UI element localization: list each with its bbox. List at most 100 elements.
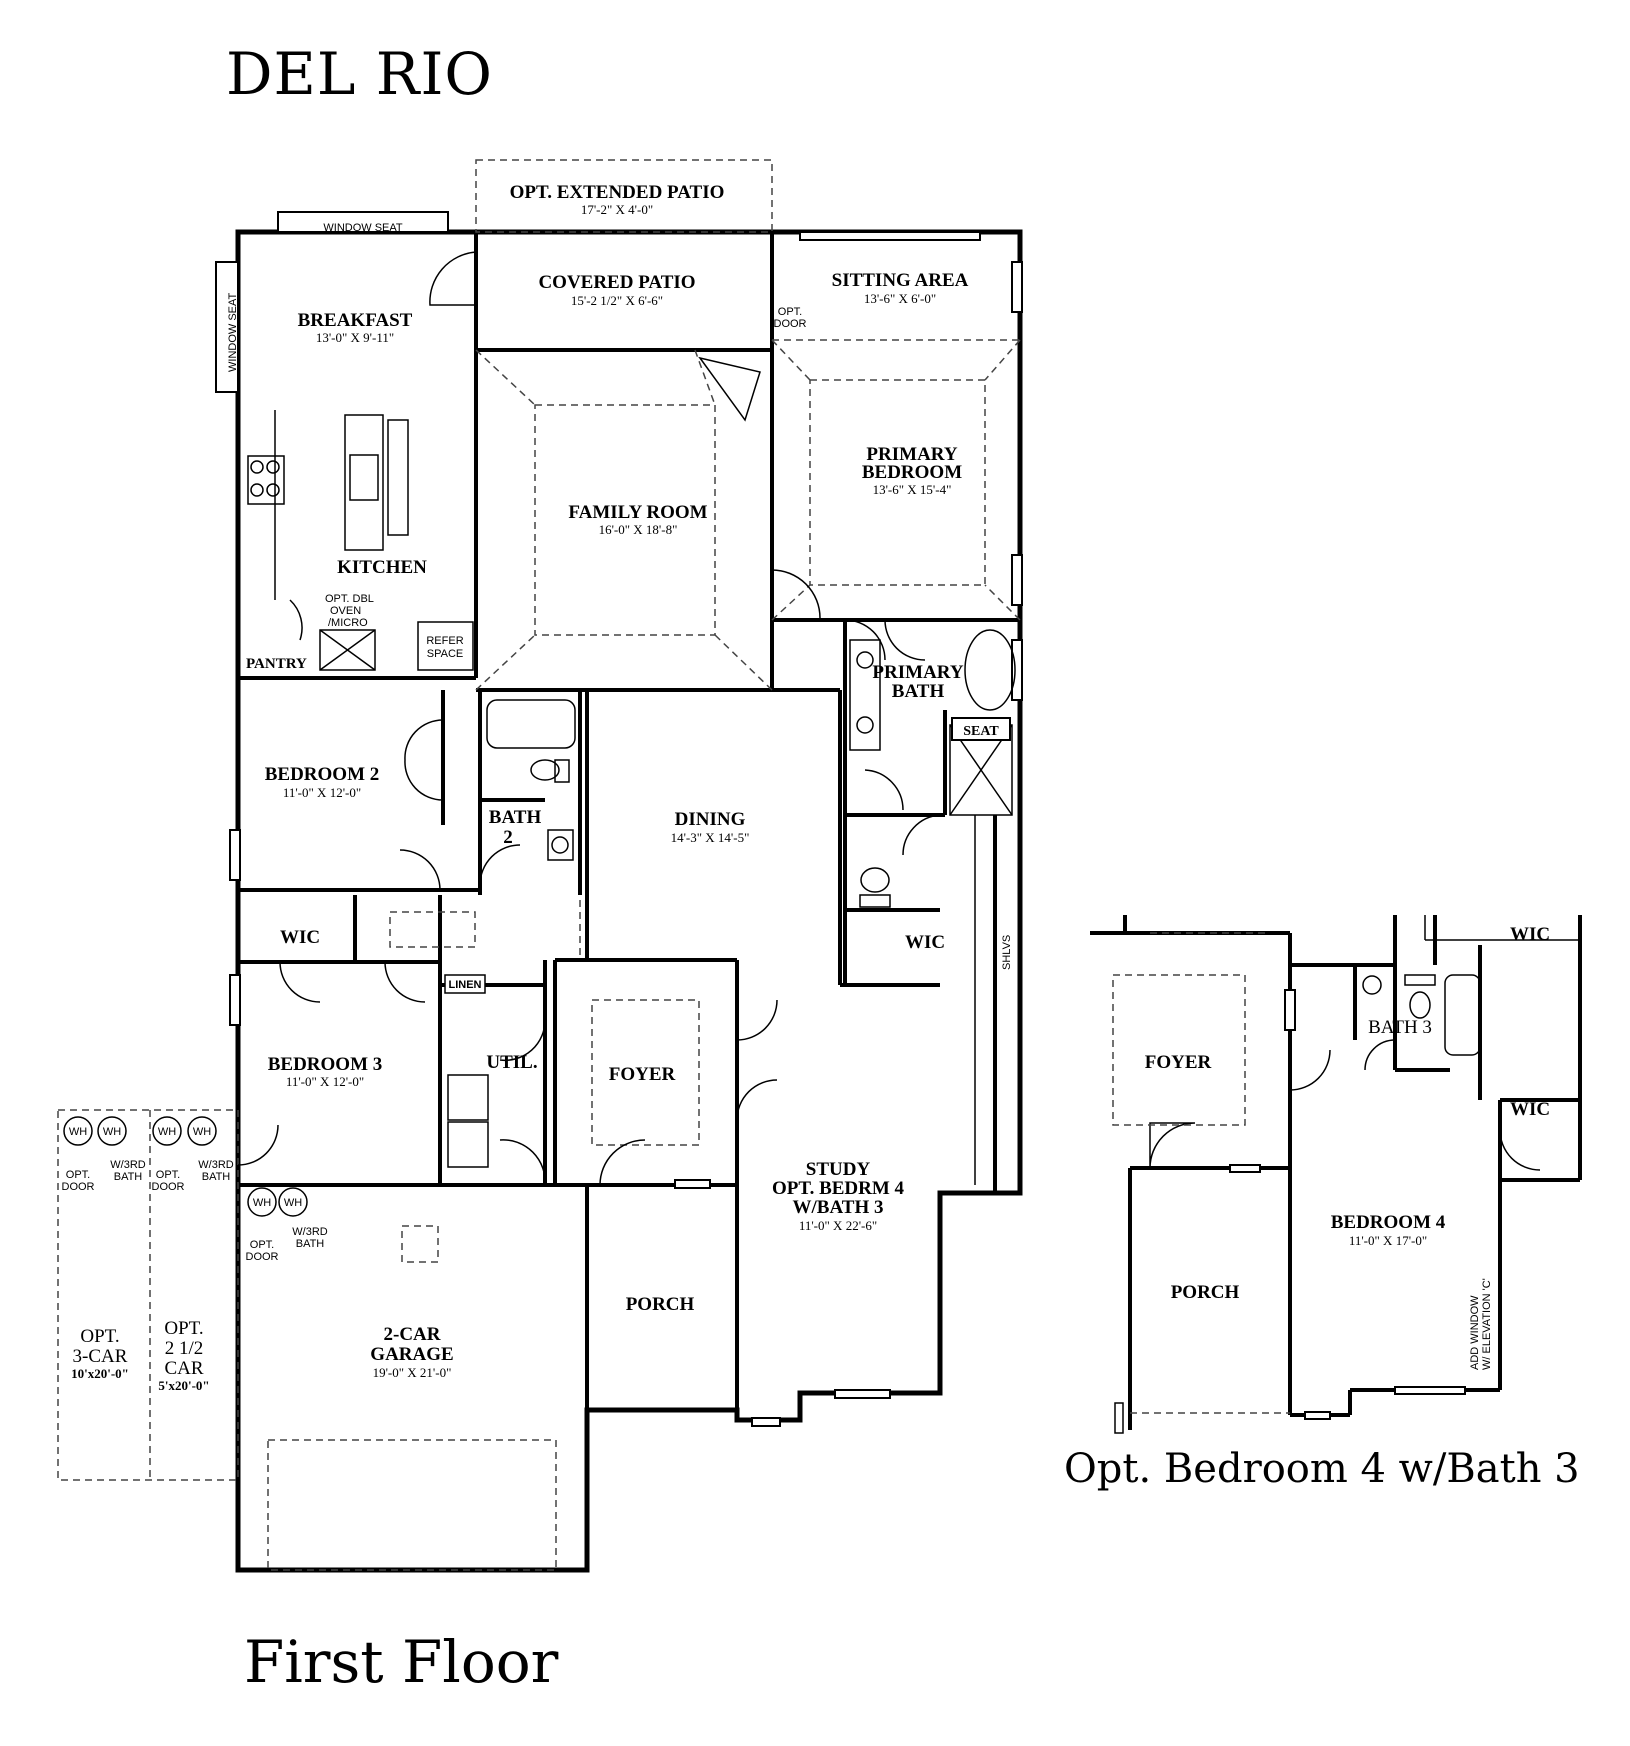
opt25car-name1: OPT.: [164, 1318, 203, 1339]
sitting-area-name: SITTING AREA: [832, 270, 969, 291]
inset-walls: [1090, 915, 1582, 1430]
window-seat-top-label: WINDOW SEAT: [323, 222, 403, 234]
w3rd-25car: W/3RD: [198, 1159, 234, 1171]
opt-door-sitting-1: OPT.: [778, 306, 802, 318]
add-window-2: W/ ELEVATION 'C': [1481, 1278, 1493, 1370]
primary-bath-name2: BATH: [892, 681, 945, 702]
wh-label-4: WH: [103, 1126, 121, 1138]
wh-label-2: WH: [284, 1197, 302, 1209]
inset-wic-top: WIC: [1510, 924, 1550, 945]
fixtures: [63, 356, 1016, 1217]
family-room-name: FAMILY ROOM: [568, 502, 707, 523]
small-labels: WINDOW SEAT WINDOW SEAT OPT. DOOR OPT. D…: [62, 222, 1014, 1263]
foyer-name: FOYER: [609, 1064, 676, 1085]
refer-label-2: SPACE: [427, 648, 463, 660]
opt25car-dim: 5'x20'-0": [158, 1378, 209, 1393]
dining-dim: 14'-3" X 14'-5": [671, 830, 750, 845]
option-caption: Opt. Bedroom 4 w/Bath 3: [1064, 1446, 1580, 1492]
breakfast-dim: 13'-0" X 9'-11": [316, 330, 394, 345]
inset-thin: [1114, 915, 1580, 1434]
wh-label-3: WH: [69, 1126, 87, 1138]
opt-dbl-oven-1: OPT. DBL: [325, 593, 374, 605]
inset-bath3: BATH 3: [1368, 1017, 1432, 1038]
seat-label: SEAT: [963, 724, 999, 739]
inset-foyer: FOYER: [1145, 1052, 1212, 1073]
breakfast-name: BREAKFAST: [298, 310, 413, 331]
add-window-1: ADD WINDOW: [1469, 1295, 1481, 1370]
family-room-dim: 16'-0" X 18'-8": [599, 522, 678, 537]
room-labels: OPT. EXTENDED PATIO 17'-2" X 4'-0" COVER…: [71, 182, 969, 1393]
opt-dbl-oven-2: OVEN: [330, 605, 361, 617]
opt-dbl-oven-3: /MICRO: [328, 617, 368, 629]
inset-wic-small: WIC: [1510, 1099, 1550, 1120]
wh-label-6: WH: [193, 1126, 211, 1138]
optional-outlines: [57, 159, 1021, 1571]
primary-bath-name1: PRIMARY: [872, 662, 963, 683]
w3rd-garage: W/3RD: [292, 1226, 328, 1238]
inset-dashed: [1112, 932, 1290, 1414]
opt3car-name2: 3-CAR: [73, 1346, 128, 1367]
opt-door-3car-1: OPT.: [66, 1169, 90, 1181]
wic2-name: WIC: [905, 932, 945, 953]
bath-3car: BATH: [114, 1171, 143, 1183]
garage-dim: 19'-0" X 21'-0": [373, 1365, 452, 1380]
bath2-name1: BATH: [489, 807, 542, 828]
primary-bedroom-dim: 13'-6" X 15'-4": [873, 482, 952, 497]
opt25car-name3: CAR: [164, 1358, 203, 1379]
opt-patio-name: OPT. EXTENDED PATIO: [510, 182, 725, 203]
shlvs-label: SHLVS: [1001, 935, 1013, 970]
floor-caption: First Floor: [244, 1628, 559, 1696]
util-name: UTIL.: [486, 1052, 537, 1073]
wic1-name: WIC: [280, 927, 320, 948]
opt-door-25car-2: DOOR: [152, 1181, 185, 1193]
inset-porch: PORCH: [1171, 1282, 1240, 1303]
bedroom2-name: BEDROOM 2: [265, 764, 380, 785]
inset-bedroom4-name: BEDROOM 4: [1331, 1212, 1446, 1233]
bedroom3-name: BEDROOM 3: [268, 1054, 383, 1075]
linen-label: LINEN: [449, 979, 482, 991]
opt3car-dim: 10'x20'-0": [71, 1366, 129, 1381]
opt-door-25car-1: OPT.: [156, 1169, 180, 1181]
inset-windows: [1229, 989, 1466, 1420]
porch-name: PORCH: [626, 1294, 695, 1315]
covered-patio-dim: 15'-2 1/2" X 6'-6": [571, 293, 663, 308]
wh-label-5: WH: [158, 1126, 176, 1138]
bedroom2-dim: 11'-0" X 12'-0": [283, 785, 361, 800]
plan-title: DEL RIO: [226, 40, 493, 108]
covered-patio-name: COVERED PATIO: [538, 272, 695, 293]
opt25car-name2: 2 1/2: [165, 1338, 204, 1359]
bath2-name2: 2: [503, 827, 513, 848]
sitting-area-dim: 13'-6" X 6'-0": [864, 291, 936, 306]
study-name2: OPT. BEDRM 4: [772, 1178, 905, 1199]
bath-garage: BATH: [296, 1238, 325, 1250]
kitchen-name: KITCHEN: [337, 557, 427, 578]
window-seat-side-label: WINDOW SEAT: [227, 292, 239, 372]
study-dim: 11'-0" X 22'-6": [799, 1218, 877, 1233]
interior-walls: [238, 232, 1020, 1570]
garage-name1: 2-CAR: [384, 1324, 441, 1345]
opt-door-garage-1: OPT.: [250, 1239, 274, 1251]
opt-door-sitting-2: DOOR: [774, 318, 807, 330]
primary-bedroom-name2: BEDROOM: [862, 462, 962, 483]
primary-bedroom-name1: PRIMARY: [866, 444, 957, 465]
opt3car-name1: OPT.: [80, 1326, 119, 1347]
dining-name: DINING: [675, 809, 746, 830]
opt-door-3car-2: DOOR: [62, 1181, 95, 1193]
inset-labels: FOYER PORCH BATH 3 WIC WIC BEDROOM 4 11'…: [1145, 924, 1550, 1370]
bath-25car: BATH: [202, 1171, 231, 1183]
garage-name2: GARAGE: [370, 1344, 453, 1365]
windows: [215, 211, 1023, 1427]
wh-label-1: WH: [253, 1197, 271, 1209]
exterior-walls: [235, 229, 1023, 1573]
opt-patio-dim: 17'-2" X 4'-0": [581, 202, 653, 217]
refer-label-1: REFER: [426, 635, 463, 647]
w3rd-3car: W/3RD: [110, 1159, 146, 1171]
study-name3: W/BATH 3: [793, 1197, 884, 1218]
inset-bedroom4-dim: 11'-0" X 17'-0": [1349, 1233, 1427, 1248]
door-swings: [237, 251, 941, 1186]
bedroom3-dim: 11'-0" X 12'-0": [286, 1074, 364, 1089]
pantry-label: PANTRY: [246, 656, 307, 672]
opt-door-garage-2: DOOR: [246, 1251, 279, 1263]
study-name1: STUDY: [806, 1159, 871, 1180]
